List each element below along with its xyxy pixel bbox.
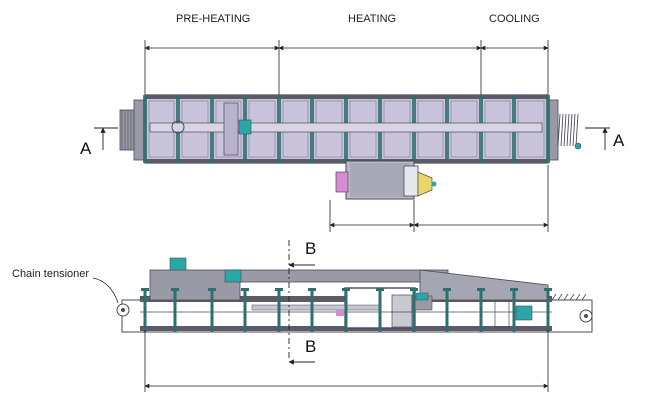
side-view — [116, 257, 593, 333]
nozzle-tip — [431, 181, 437, 187]
frame-post — [277, 290, 281, 332]
left-sprocket-hub — [121, 308, 125, 312]
label-heating: HEATING — [348, 13, 397, 25]
side-overall-dimension — [144, 330, 549, 392]
post-cap — [544, 288, 552, 291]
post-cap — [141, 288, 149, 291]
chain-tooth — [551, 293, 557, 301]
chain-tooth — [581, 293, 587, 301]
panel-post — [143, 95, 147, 163]
frame-post — [412, 290, 416, 332]
chain-tooth — [569, 293, 575, 301]
top-view — [119, 94, 582, 200]
post-cap — [208, 288, 216, 291]
heating-duct — [237, 269, 449, 283]
frame-post — [210, 290, 214, 332]
label-preheating: PRE-HEATING — [176, 13, 251, 25]
label-chain-tensioner: Chain tensioner — [12, 268, 90, 280]
post-cap — [241, 288, 249, 291]
label-section-a-right: A — [613, 131, 625, 150]
frame-post — [445, 290, 449, 332]
chain-tooth — [563, 293, 569, 301]
coil-turn — [569, 113, 573, 147]
chain-tooth — [575, 293, 581, 301]
burner-pink-block — [335, 171, 349, 193]
post-cap — [477, 288, 485, 291]
post-cap — [275, 288, 283, 291]
belt-segment — [251, 304, 381, 311]
section-b-markers — [288, 240, 315, 365]
post-cap — [410, 288, 418, 291]
frame-post — [143, 290, 147, 332]
label-section-b-bottom: B — [305, 337, 317, 356]
burner-nozzle — [417, 171, 433, 197]
coil-turn — [557, 113, 561, 147]
burner-flange — [403, 165, 419, 197]
section-a-markers — [94, 127, 610, 150]
top-lower-dimension — [329, 165, 549, 232]
frame-post — [310, 290, 314, 332]
frame-post — [243, 290, 247, 332]
coil-turn — [560, 113, 564, 147]
coil-turn — [563, 113, 567, 147]
coil-turn — [566, 113, 570, 147]
chain-tooth — [557, 293, 563, 301]
top-dimension-lines — [144, 40, 549, 95]
frame-post — [378, 290, 382, 332]
frame-post — [173, 290, 177, 332]
cooling-taper — [419, 269, 549, 301]
post-cap — [171, 288, 179, 291]
burner-face — [350, 163, 410, 197]
preheat-module — [223, 102, 239, 156]
panel-post — [546, 95, 550, 163]
frame-post — [344, 290, 348, 332]
label-section-a-left: A — [80, 139, 92, 158]
label-section-b-top: B — [305, 239, 317, 258]
preheat-top-box — [169, 257, 187, 271]
side-pink-detail — [336, 310, 344, 316]
coil-turn — [575, 113, 579, 147]
side-burner-door — [391, 294, 413, 328]
post-cap — [443, 288, 451, 291]
center-shaft — [149, 122, 543, 133]
frame-post — [512, 290, 516, 332]
frame-post — [546, 290, 550, 332]
coil-fitting — [574, 142, 582, 150]
post-cap — [342, 288, 350, 291]
chain-tensioner-leader — [92, 277, 119, 304]
cooling-fan — [515, 305, 533, 321]
shaft-ring — [171, 120, 185, 134]
coil-turn — [572, 113, 576, 147]
label-cooling: COOLING — [489, 13, 540, 25]
frame-post — [479, 290, 483, 332]
post-cap — [376, 288, 384, 291]
duct-coupling — [224, 269, 242, 283]
post-cap — [308, 288, 316, 291]
right-sprocket-hub — [584, 314, 588, 318]
cooling-bracket — [494, 299, 510, 329]
teal-coupling — [238, 119, 252, 135]
post-cap — [510, 288, 518, 291]
side-burner-teal — [415, 292, 429, 301]
